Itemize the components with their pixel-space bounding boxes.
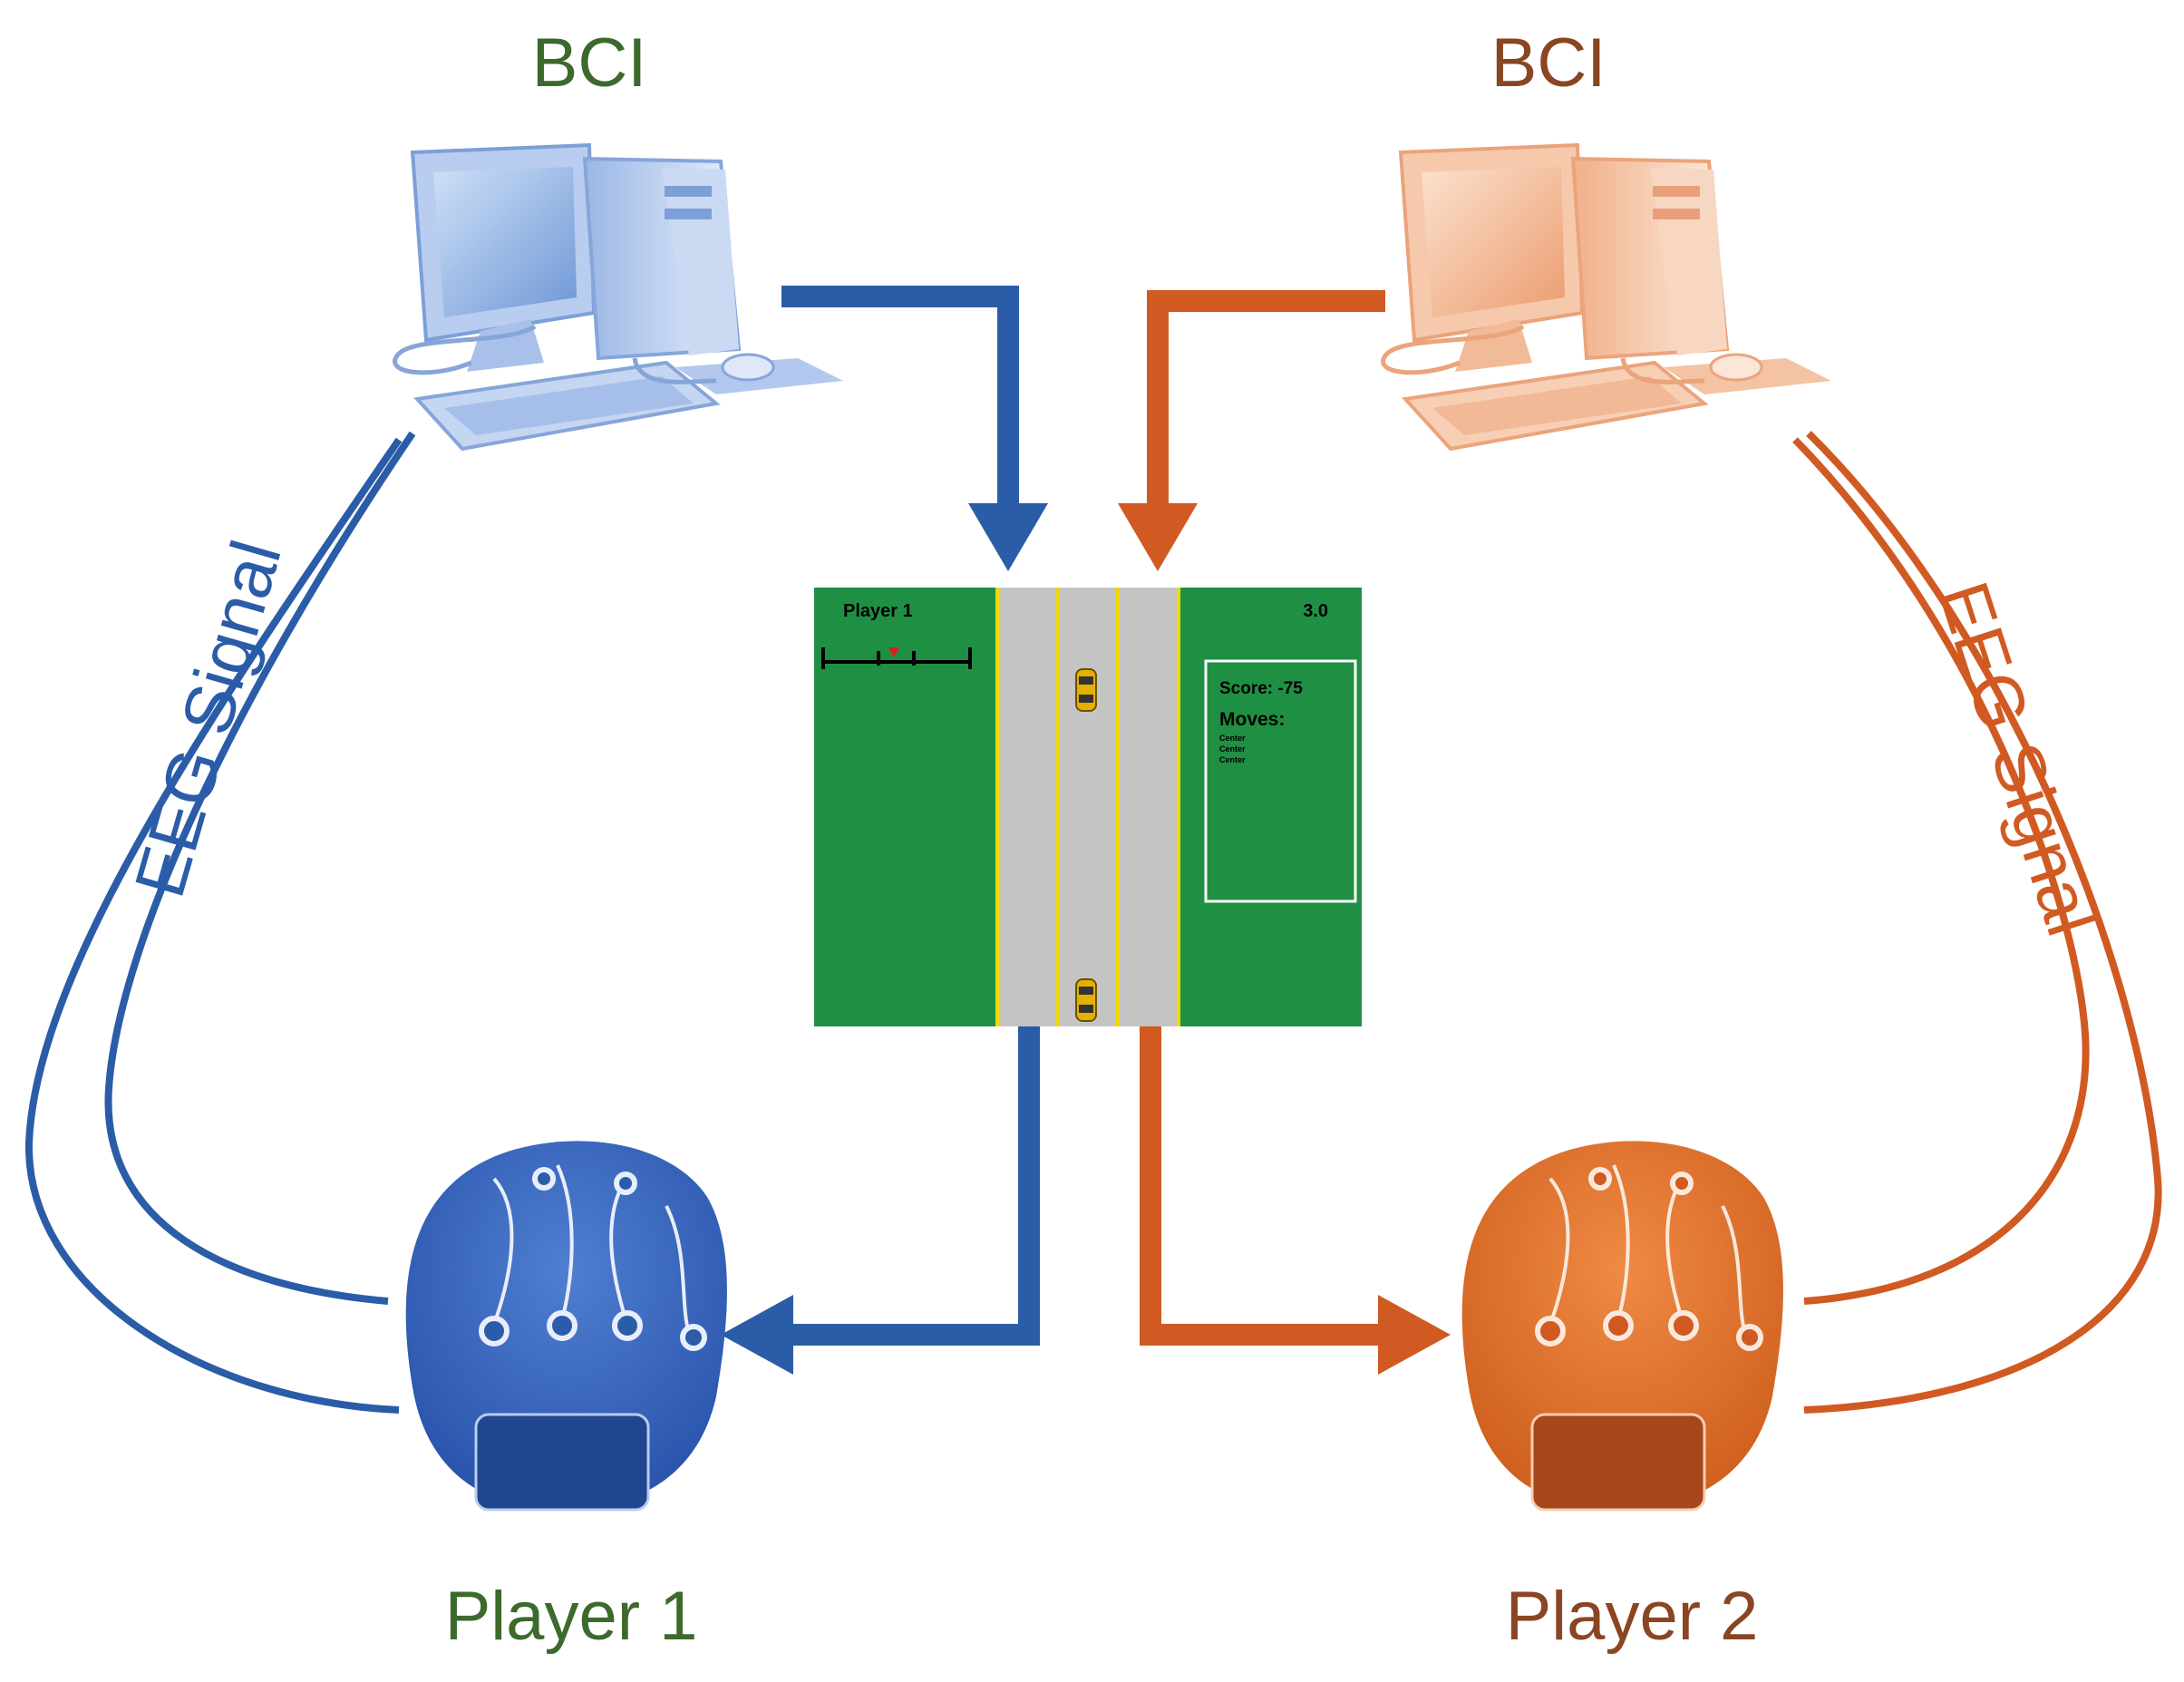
computer-right-icon — [1381, 142, 1831, 452]
arrow-bci1-to-game — [781, 286, 1048, 571]
score-panel — [1204, 659, 1357, 903]
eeg-signal-left-label: EEG Signal — [119, 532, 296, 906]
game-player-label: Player 1 — [843, 601, 913, 621]
eeg-curve-right — [1792, 431, 2162, 1414]
arrow-bci2-to-game — [1118, 290, 1385, 571]
car-bottom-icon — [1075, 978, 1097, 1022]
eeg-cap-player1-icon — [405, 1141, 727, 1512]
bci-left-label: BCI — [532, 24, 647, 102]
control-marker-icon — [888, 647, 899, 657]
bci-right-label: BCI — [1491, 24, 1606, 102]
arrow-game-to-player2 — [1140, 1026, 1451, 1375]
road — [995, 588, 1180, 1026]
arrow-game-to-player1 — [721, 1026, 1040, 1375]
move-entry: Center — [1219, 744, 1246, 753]
player2-label: Player 2 — [1506, 1578, 1759, 1655]
control-indicator — [821, 647, 972, 669]
computer-left-icon — [393, 142, 843, 452]
move-entry: Center — [1219, 734, 1246, 743]
game-timer: 3.0 — [1303, 601, 1328, 621]
eeg-curve-left — [24, 431, 416, 1414]
eeg-cap-player2-icon — [1461, 1141, 1783, 1512]
car-top-icon — [1075, 668, 1097, 712]
moves-title: Moves: — [1219, 709, 1285, 730]
eeg-signal-right-label: EEG Signal — [1924, 572, 2112, 945]
score-text: Score: -75 — [1219, 679, 1303, 698]
move-entry: Center — [1219, 755, 1246, 764]
game-screen: Player 1 3.0 Score: -75 Moves: Center Ce… — [814, 588, 1362, 1026]
player1-label: Player 1 — [445, 1578, 698, 1655]
